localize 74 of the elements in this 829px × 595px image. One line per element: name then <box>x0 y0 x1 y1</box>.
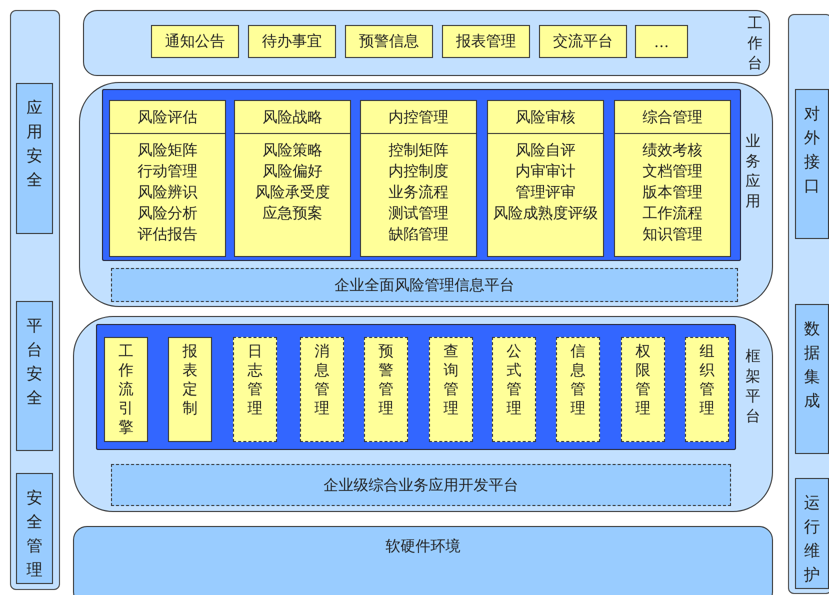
module-item: 测试管理 <box>388 203 450 224</box>
side-label: 运行维护 <box>803 492 821 586</box>
module-group-background <box>96 324 736 450</box>
module-card <box>360 100 477 257</box>
layer-label: 业务应用 <box>744 131 762 211</box>
module-heading: 内控管理 <box>361 101 476 134</box>
component-box: 日志管理 <box>233 337 277 442</box>
component-box: 工作流引擎 <box>104 337 148 442</box>
function-box: 交流平台 <box>539 25 627 58</box>
module-item: 风险分析 <box>136 203 198 224</box>
component-box: 组织管理 <box>685 337 729 442</box>
module-item: 风险策略 <box>262 140 324 161</box>
module-item: 风险偏好 <box>262 161 324 182</box>
module-item: 版本管理 <box>642 182 704 203</box>
module-item: 知识管理 <box>642 224 704 245</box>
module-item: 绩效考核 <box>642 140 704 161</box>
component-box: 查询管理 <box>429 337 473 442</box>
module-heading: 风险评估 <box>110 101 225 134</box>
component-box: 信息管理 <box>556 337 600 442</box>
component-box: 公式管理 <box>492 337 536 442</box>
side-label: 平台安全 <box>26 315 44 409</box>
infrastructure-bar: 软硬件环境 <box>73 526 773 595</box>
platform-bar: 企业全面风险管理信息平台 <box>111 268 738 302</box>
component-box: 消息管理 <box>300 337 344 442</box>
component-box: 权限管理 <box>621 337 665 442</box>
function-box: 预警信息 <box>345 25 433 58</box>
module-card <box>487 100 604 257</box>
module-item: 风险自评 <box>514 140 576 161</box>
module-heading: 风险审核 <box>488 101 603 134</box>
platform-bar: 企业级综合业务应用开发平台 <box>111 464 731 506</box>
module-group-background <box>102 89 741 261</box>
module-item: 风险辨识 <box>136 182 198 203</box>
module-card <box>109 100 226 257</box>
module-item: 应急预案 <box>262 203 324 224</box>
module-card <box>234 100 351 257</box>
side-column <box>10 10 60 590</box>
side-module-panel <box>795 89 829 239</box>
function-box: 通知公告 <box>151 25 239 58</box>
side-module-panel <box>16 473 53 584</box>
side-label: 数据集成 <box>803 318 821 412</box>
module-heading: 综合管理 <box>615 101 730 134</box>
module-item: 文档管理 <box>642 161 704 182</box>
module-item: 行动管理 <box>136 161 198 182</box>
module-card <box>614 100 731 257</box>
function-box: … <box>635 25 688 58</box>
function-box: 待办事宜 <box>248 25 336 58</box>
module-item: 内审审计 <box>514 161 576 182</box>
side-label: 应用安全 <box>26 97 44 191</box>
side-module-panel <box>16 301 53 451</box>
module-item: 工作流程 <box>642 203 704 224</box>
layer-panel <box>83 10 770 76</box>
side-label: 安全管理 <box>26 487 44 581</box>
module-item: 管理评审 <box>514 182 576 203</box>
module-item: 控制矩阵 <box>388 140 450 161</box>
side-module-panel <box>795 478 829 589</box>
module-item: 内控制度 <box>388 161 450 182</box>
side-label: 对外接口 <box>803 103 821 197</box>
side-column <box>788 14 829 594</box>
side-module-panel <box>795 304 829 454</box>
layer-label: 框架平台 <box>744 346 762 426</box>
layer-label: 工作台 <box>746 13 764 73</box>
module-item: 风险矩阵 <box>136 140 198 161</box>
side-module-panel <box>16 83 53 234</box>
function-box: 报表管理 <box>442 25 530 58</box>
component-box: 报表定制 <box>168 337 212 442</box>
module-item: 业务流程 <box>388 182 450 203</box>
module-item: 缺陷管理 <box>388 224 450 245</box>
module-item: 评估报告 <box>136 224 198 245</box>
component-box: 预警管理 <box>364 337 408 442</box>
module-heading: 风险战略 <box>235 101 350 134</box>
layer-panel <box>79 82 773 307</box>
layer-panel <box>73 316 773 512</box>
module-item: 风险成熟度评级 <box>492 203 599 224</box>
module-item: 风险承受度 <box>254 182 331 203</box>
